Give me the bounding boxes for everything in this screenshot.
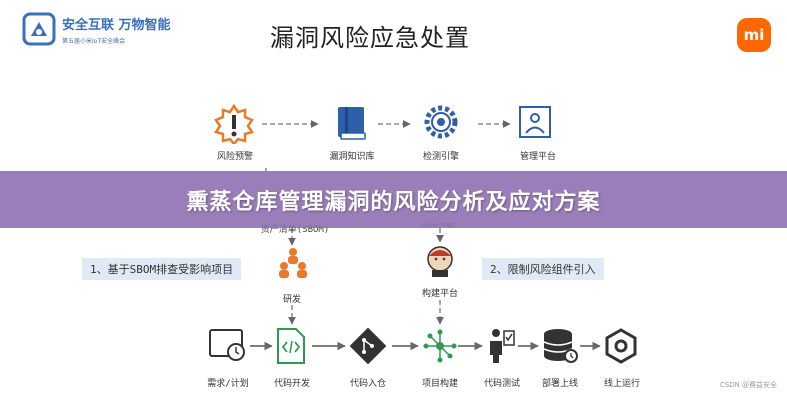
node-test: 代码测试: [483, 379, 520, 389]
node-requirements: 需求/计划: [207, 379, 249, 389]
banner-text: 熏蒸仓库管理漏洞的风险分析及应对方案: [186, 189, 601, 215]
title-banner: 熏蒸仓库管理漏洞的风险分析及应对方案: [0, 171, 787, 228]
node-risk-warning: 风险预警: [216, 152, 253, 162]
monitor-clock-icon: [209, 329, 245, 361]
node-code-commit: 代码入仓: [349, 379, 386, 389]
logo-main-text: 安全互联 万物智能: [62, 17, 171, 33]
book-icon: [338, 107, 366, 140]
risk-warning-icon: [214, 104, 254, 144]
git-icon: [350, 328, 386, 364]
node-code-dev: 代码开发: [273, 379, 310, 389]
node-detection-engine: 检测引擎: [422, 152, 459, 162]
logo-sub-text: 第五届小米IoT安全峰会: [62, 37, 126, 45]
research-label: 研发: [282, 295, 301, 305]
sbom-label: 资产清单(SBOM): [260, 225, 330, 235]
test-icon: [490, 329, 515, 363]
page-title: 漏洞风险应急处置: [270, 24, 470, 52]
management-platform-icon: [519, 106, 551, 138]
box-limit-components: 2、限制风险组件引入: [482, 258, 604, 280]
network-icon: [423, 329, 457, 363]
event-logo: 安全互联 万物智能 第五届小米IoT安全峰会: [22, 12, 171, 46]
database-deploy-icon: [543, 329, 578, 363]
summit-logo-icon: [22, 12, 56, 46]
gear-icon: [424, 105, 458, 139]
node-knowledge-base: 漏洞知识库: [329, 152, 375, 162]
node-management-platform: 管理平台: [519, 152, 556, 162]
team-icon: [279, 248, 307, 278]
watermark: CSDN @赛益安全: [719, 381, 777, 389]
box-sbom-check: 1、基于SBOM排查受影响项目: [82, 258, 242, 280]
build-platform-label: 构建平台: [421, 289, 458, 299]
runtime-icon: [605, 328, 637, 364]
node-build: 项目构建: [421, 379, 458, 389]
xiaomi-logo: mi: [737, 18, 771, 52]
code-file-icon: [277, 328, 305, 364]
jenkins-icon: [427, 246, 453, 277]
node-online-run: 线上运行: [603, 379, 640, 389]
node-deploy: 部署上线: [541, 379, 578, 389]
